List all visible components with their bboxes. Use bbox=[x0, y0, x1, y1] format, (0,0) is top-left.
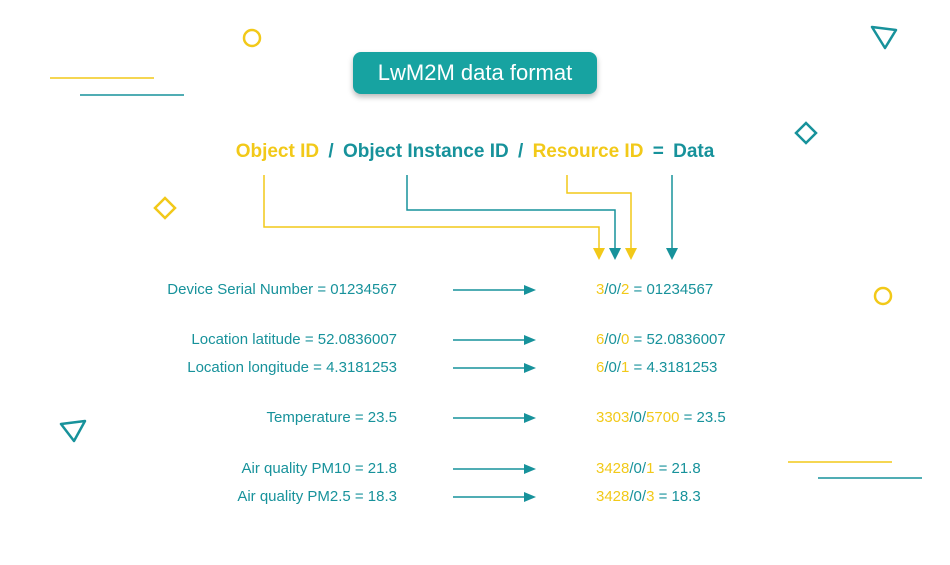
resource-id-value: 1 bbox=[646, 460, 655, 477]
resource-id-value: 5700 bbox=[646, 409, 680, 426]
data-value: = 52.0836007 bbox=[629, 331, 726, 348]
diamond-decoration bbox=[153, 196, 177, 220]
object-id-value: 3428 bbox=[596, 488, 630, 505]
resource-id-value: 2 bbox=[621, 281, 630, 298]
separator: / bbox=[641, 409, 647, 426]
instance-id-value: 0 bbox=[608, 281, 617, 298]
resource-id-value: 1 bbox=[621, 359, 630, 376]
row-label: Air quality PM10 = 21.8 bbox=[241, 460, 397, 477]
separator: / bbox=[604, 359, 609, 376]
row-result: 3428/0/1 = 21.8 bbox=[596, 460, 701, 477]
instance-id-arrowhead bbox=[609, 248, 621, 260]
object-id-value: 3303 bbox=[596, 409, 630, 426]
row-label: Location latitude = 52.0836007 bbox=[191, 331, 397, 348]
triangle-decoration bbox=[59, 419, 87, 443]
object-id-value: 3428 bbox=[596, 460, 630, 477]
separator: / bbox=[616, 359, 622, 376]
row-label: Device Serial Number = 01234567 bbox=[167, 281, 397, 298]
separator: / bbox=[629, 488, 634, 505]
data-value: = 21.8 bbox=[654, 460, 701, 477]
format-formula: Object ID / Object Instance ID / Resourc… bbox=[0, 141, 950, 163]
data-label: Data bbox=[673, 141, 715, 162]
instance-id-value: 0 bbox=[633, 409, 642, 426]
row-result: 6/0/1 = 4.3181253 bbox=[596, 359, 717, 376]
object-id-value: 6 bbox=[596, 331, 605, 348]
resource-id-value: 3 bbox=[646, 488, 655, 505]
triangle-decoration bbox=[870, 25, 898, 50]
separator: / bbox=[616, 331, 622, 348]
circle-decoration bbox=[242, 28, 262, 48]
row-arrow bbox=[524, 413, 536, 423]
object-id-label: Object ID bbox=[235, 141, 320, 162]
row-label: Air quality PM2.5 = 18.3 bbox=[237, 488, 397, 505]
instance-id-connector bbox=[406, 175, 616, 250]
row-arrow bbox=[524, 363, 536, 373]
title-badge: LwM2M data format bbox=[353, 52, 597, 94]
separator: / bbox=[328, 141, 334, 162]
separator: / bbox=[641, 460, 647, 477]
instance-id-value: 0 bbox=[633, 488, 642, 505]
object-instance-id-label: Object Instance ID bbox=[342, 141, 509, 162]
row-arrow bbox=[524, 335, 536, 345]
circle-decoration bbox=[873, 286, 893, 306]
resource-id-arrowhead bbox=[625, 248, 637, 260]
diamond-decoration bbox=[794, 121, 818, 145]
separator: / bbox=[604, 331, 609, 348]
row-arrow bbox=[524, 464, 536, 474]
separator: / bbox=[629, 409, 634, 426]
separator: / bbox=[518, 141, 524, 162]
data-value: = 18.3 bbox=[654, 488, 701, 505]
row-arrows bbox=[453, 285, 536, 502]
separator: / bbox=[641, 488, 647, 505]
data-value: = 01234567 bbox=[629, 281, 714, 298]
data-value: = 23.5 bbox=[679, 409, 726, 426]
instance-id-value: 0 bbox=[608, 359, 617, 376]
instance-id-value: 0 bbox=[608, 331, 617, 348]
resource-id-value: 0 bbox=[621, 331, 630, 348]
object-id-value: 6 bbox=[596, 359, 605, 376]
row-arrow bbox=[524, 492, 536, 502]
object-id-value: 3 bbox=[596, 281, 605, 298]
resource-id-label: Resource ID bbox=[532, 141, 644, 162]
row-result: 3/0/2 = 01234567 bbox=[596, 281, 713, 298]
row-label: Temperature = 23.5 bbox=[266, 409, 398, 426]
separator: / bbox=[604, 281, 609, 298]
resource-id-connector bbox=[566, 175, 632, 250]
data-value: = 4.3181253 bbox=[629, 359, 718, 376]
object-id-arrowhead bbox=[593, 248, 605, 260]
row-result: 6/0/0 = 52.0836007 bbox=[596, 331, 726, 348]
row-result: 3428/0/3 = 18.3 bbox=[596, 488, 701, 505]
separator: / bbox=[629, 460, 634, 477]
row-label: Location longitude = 4.3181253 bbox=[187, 359, 397, 376]
separator: / bbox=[616, 281, 622, 298]
data-arrowhead bbox=[666, 248, 678, 260]
instance-id-value: 0 bbox=[633, 460, 642, 477]
object-id-connector bbox=[263, 175, 600, 250]
equals-sign: = bbox=[652, 141, 664, 162]
row-arrow bbox=[524, 285, 536, 295]
row-result: 3303/0/5700 = 23.5 bbox=[596, 409, 726, 426]
